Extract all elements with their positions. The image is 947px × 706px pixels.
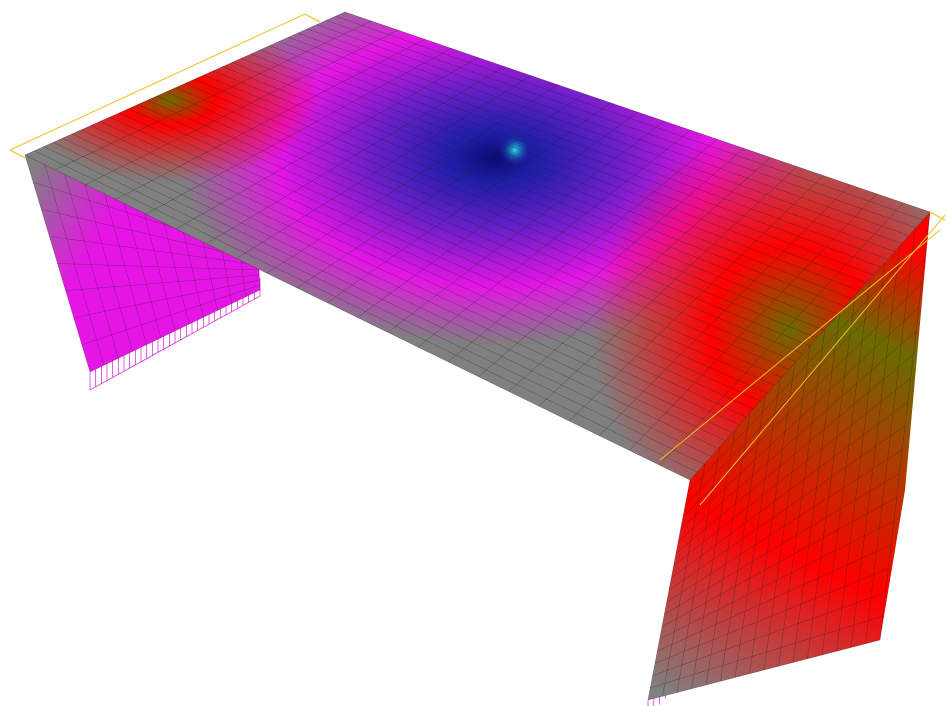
mesh-line (206, 66, 505, 244)
mesh-line (629, 193, 877, 451)
mesh-line (121, 194, 162, 338)
mesh-line (89, 289, 261, 373)
mesh-line (57, 263, 260, 271)
mesh-line (685, 259, 925, 505)
mesh-line (141, 202, 176, 332)
mesh-line (387, 120, 665, 333)
mesh-line (678, 330, 917, 542)
mesh-line (664, 473, 900, 615)
undeformed-edge-left-short (9, 149, 26, 159)
mesh-line (55, 20, 372, 170)
slab-mesh (24, 11, 931, 481)
mesh-line (327, 102, 612, 303)
mesh-line (115, 39, 425, 200)
mesh-line (73, 279, 260, 318)
mesh-line (650, 615, 883, 689)
mesh-line (357, 111, 638, 318)
left-wall[interactable] (25, 155, 260, 372)
mesh-line (599, 184, 851, 436)
mesh-line (417, 129, 691, 348)
mesh-line (478, 148, 745, 377)
mesh-line (647, 639, 881, 701)
mesh-line (160, 210, 190, 325)
mesh-line (102, 186, 147, 345)
mesh-line (661, 497, 897, 627)
mesh-line (448, 139, 718, 363)
mesh-line (654, 568, 889, 664)
mesh-line (236, 75, 532, 259)
mesh-line (176, 57, 479, 230)
undeformed-edge-right-top (929, 211, 946, 221)
mesh-line (49, 236, 259, 266)
mesh-line (680, 306, 920, 530)
undeformed-edge-right-inner (659, 229, 941, 461)
mesh-line (671, 402, 908, 578)
undeformed-outline (9, 13, 946, 506)
mesh-line (180, 218, 204, 318)
right-wall-mesh (647, 211, 931, 701)
mesh-line (652, 592, 886, 676)
mesh-line (145, 48, 452, 215)
mesh-line (657, 544, 892, 652)
mesh-line (24, 154, 91, 373)
mesh-line (44, 162, 105, 366)
mesh-line (65, 274, 260, 291)
mesh-line (675, 354, 914, 554)
mesh-line (538, 166, 798, 407)
mesh-line (85, 29, 399, 185)
mesh-line (666, 449, 903, 603)
mesh-line (659, 520, 895, 640)
mesh-line (689, 211, 931, 481)
mesh-line (24, 11, 346, 156)
mesh-line (266, 84, 558, 274)
mesh-line (89, 295, 261, 391)
mesh-line (63, 170, 119, 359)
mesh-line (296, 93, 585, 289)
mesh-line (83, 178, 133, 352)
mesh-line (568, 175, 824, 422)
undeformed-edge-left (9, 13, 306, 151)
mesh-line (668, 425, 906, 591)
undeformed-edge-left-top (304, 13, 321, 23)
mesh-line (687, 235, 928, 493)
mesh-line (673, 378, 911, 566)
peak-deflection-spot (495, 130, 535, 170)
mesh-line (81, 284, 260, 346)
undeformed-edge-right (699, 214, 946, 506)
mesh-line (508, 157, 771, 392)
mesh-line (659, 202, 904, 466)
